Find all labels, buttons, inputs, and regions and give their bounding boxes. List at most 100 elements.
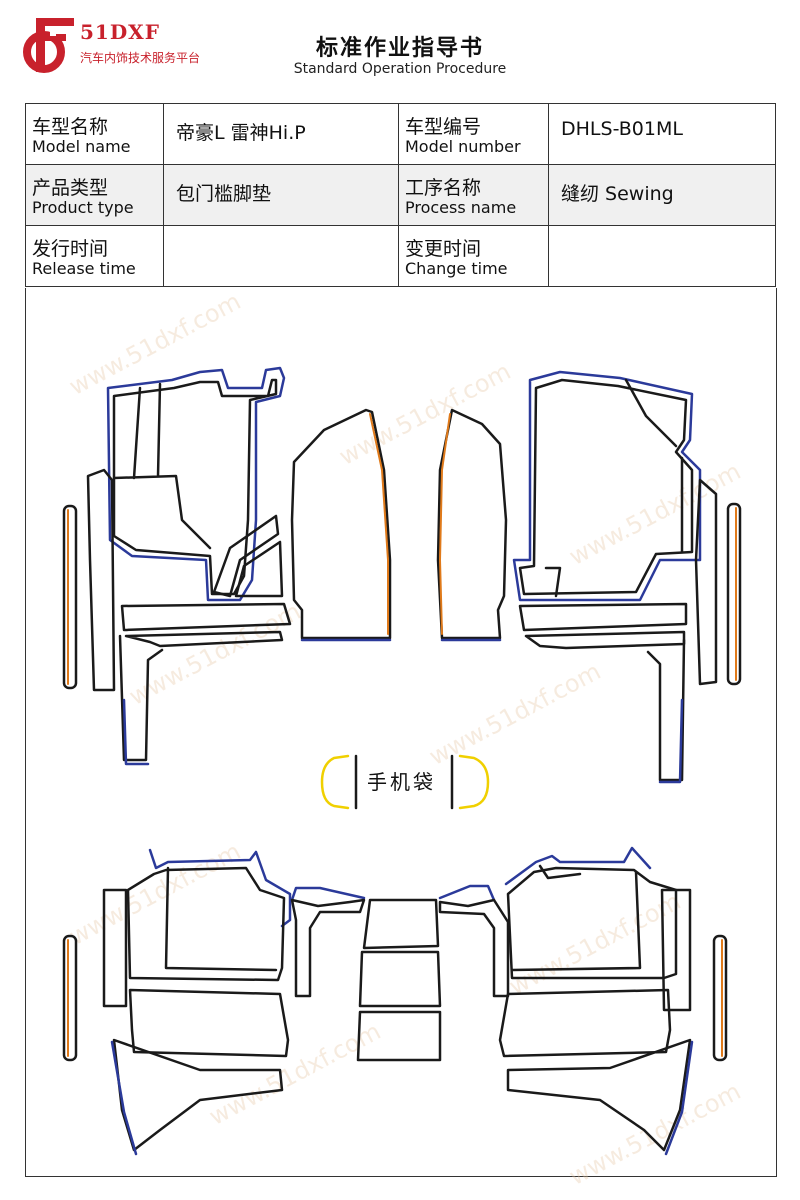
rear-left-sill — [110, 988, 290, 1156]
info-table: 车型名称 Model name 帝豪L 雷神Hi.P 车型编号 Model nu… — [25, 103, 776, 287]
rear-right-side-strip — [712, 934, 728, 1062]
model-name-label-cn: 车型名称 — [32, 116, 109, 138]
release-time-label-en: Release time — [32, 259, 136, 278]
front-right-sill — [518, 602, 688, 784]
process-name-label-en: Process name — [405, 198, 517, 217]
rear-center-hump-outline — [290, 898, 510, 998]
front-right-sill-leg — [646, 638, 686, 782]
product-type-label: 产品类型 Product type — [25, 164, 164, 226]
rear-right-sill-wedge — [506, 1038, 692, 1152]
rear-left-mat-divider — [164, 866, 278, 972]
info-row-time: 发行时间 Release time 变更时间 Change time — [25, 225, 776, 287]
model-name-label-en: Model name — [32, 137, 131, 156]
front-left-tunnel-outline — [290, 408, 392, 640]
release-time-label-cn: 发行时间 — [32, 238, 109, 260]
right-rocker-strip — [694, 478, 718, 686]
front-right-tunnel-outline — [436, 408, 508, 640]
page-subtitle: Standard Operation Procedure — [293, 61, 507, 77]
process-name-value: 缝纫 Sewing — [561, 183, 674, 205]
rear-left-sill-outline — [128, 988, 290, 1058]
phone-pocket-right-binding — [458, 754, 490, 810]
logo: 51DXF 汽车内饰技术服务平台 — [22, 16, 262, 80]
front-left-sill — [118, 602, 292, 766]
logo-mark-icon — [23, 18, 74, 73]
rear-center-tunnel-top — [362, 898, 440, 950]
rear-center-hump-binding — [290, 884, 496, 902]
front-right-tunnel-mat — [436, 408, 508, 642]
info-row-model: 车型名称 Model name 帝豪L 雷神Hi.P 车型编号 Model nu… — [25, 103, 776, 165]
rear-right-mat-binding — [504, 846, 652, 886]
front-left-side-strip — [62, 468, 116, 692]
rear-right-mat-outline — [506, 866, 678, 980]
rear-left-mat-outline — [126, 866, 286, 982]
rear-left-mat-corner — [102, 888, 128, 1008]
rear-right-side-strip-outline — [712, 934, 728, 1062]
front-right-mat-outer-binding — [512, 370, 702, 602]
model-number-value-cell: DHLS-B01ML — [548, 103, 776, 165]
front-right-tunnel-binding — [439, 413, 451, 635]
model-name-value: 帝豪L 雷神Hi.P — [176, 122, 306, 144]
change-time-value-cell — [548, 225, 776, 287]
product-type-label-en: Product type — [32, 198, 134, 217]
rear-center-hump — [290, 884, 510, 1062]
front-right-mat-outline — [518, 378, 694, 596]
rear-right-sill — [498, 988, 694, 1156]
front-right-sill-leg-binding — [658, 698, 684, 784]
front-right-sill-outline — [518, 602, 688, 650]
model-number-label-en: Model number — [405, 137, 521, 156]
rear-right-sill-binding — [664, 1040, 694, 1156]
product-type-label-cn: 产品类型 — [32, 177, 109, 199]
rear-center-tunnel-mid — [358, 950, 442, 1008]
front-right-mat-divider — [544, 378, 684, 598]
rear-left-side-strip-outline — [62, 934, 78, 1062]
product-type-value: 包门槛脚垫 — [176, 183, 272, 205]
rear-right-mat-corner — [660, 888, 692, 1012]
process-name-label-cn: 工序名称 — [405, 177, 482, 199]
model-name-value-cell: 帝豪L 雷神Hi.P — [163, 103, 399, 165]
front-left-heel-pad — [212, 514, 284, 598]
release-time-value-cell — [163, 225, 399, 287]
release-time-label: 发行时间 Release time — [25, 225, 164, 287]
rear-center-tunnel-bottom — [356, 1010, 442, 1062]
logo-tagline: 汽车内饰技术服务平台 — [80, 51, 201, 65]
phone-pocket-right — [450, 754, 490, 810]
front-left-sill-leg — [118, 634, 164, 762]
product-type-value-cell: 包门槛脚垫 — [163, 164, 399, 226]
change-time-label: 变更时间 Change time — [398, 225, 549, 287]
phone-pocket-left-binding — [320, 754, 350, 810]
change-time-label-en: Change time — [405, 259, 508, 278]
left-side-strip-front — [62, 504, 78, 690]
model-number-label: 车型编号 Model number — [398, 103, 549, 165]
rear-left-mat-binding — [148, 848, 292, 928]
front-left-mat-outer-binding — [106, 366, 286, 602]
left-rocker-strip — [86, 468, 116, 692]
front-left-mat-outline — [112, 378, 278, 596]
diagram-frame — [25, 288, 777, 1177]
change-time-label-cn: 变更时间 — [405, 238, 482, 260]
front-left-sill-outline — [120, 602, 292, 648]
front-left-mat — [106, 366, 286, 602]
process-name-label: 工序名称 Process name — [398, 164, 549, 226]
rear-left-sill-wedge — [112, 1038, 284, 1152]
rear-left-side-strip — [62, 934, 78, 1062]
rear-left-mat — [102, 848, 292, 1008]
logo-brand: 51DXF — [80, 20, 160, 44]
page-title: 标准作业指导书 — [315, 36, 484, 61]
front-left-tunnel-binding — [369, 413, 389, 635]
info-row-product: 产品类型 Product type 包门槛脚垫 工序名称 Process nam… — [25, 164, 776, 226]
front-left-mat-divider — [112, 382, 212, 550]
front-left-tunnel-mat — [290, 408, 392, 642]
right-side-strip-front — [726, 502, 742, 686]
phone-pocket-left — [320, 754, 358, 810]
process-name-value-cell: 缝纫 Sewing — [548, 164, 776, 226]
model-number-value: DHLS-B01ML — [561, 118, 683, 140]
front-left-sill-leg-binding — [122, 698, 150, 766]
rear-right-mat — [504, 846, 692, 1012]
model-number-label-cn: 车型编号 — [405, 116, 482, 138]
rear-right-sill-outline — [498, 988, 672, 1058]
rear-right-mat-divider — [510, 864, 642, 972]
front-right-side-strip — [694, 478, 742, 686]
rear-left-sill-binding — [110, 1040, 138, 1156]
front-right-mat — [512, 370, 702, 602]
